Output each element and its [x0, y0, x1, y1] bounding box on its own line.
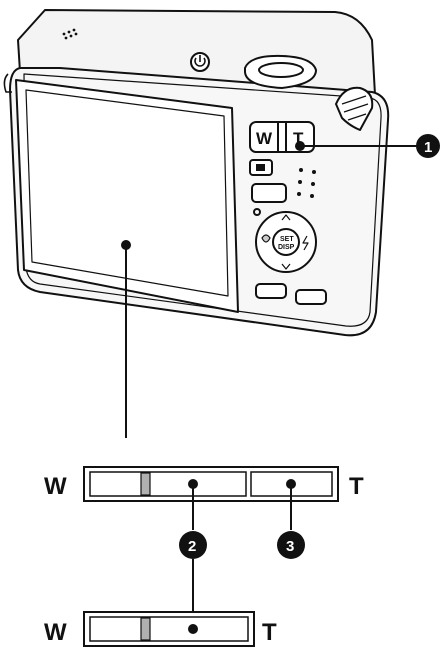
callout-1-number: 1 [424, 139, 432, 156]
lcd-leader [121, 240, 131, 438]
playback-button[interactable] [249, 159, 273, 176]
callout-3-number: 3 [286, 538, 294, 555]
delete-button[interactable] [295, 289, 327, 305]
macro-icon [261, 234, 271, 243]
function-button[interactable] [255, 283, 287, 299]
strap-lug [3, 73, 12, 93]
zoom-bar-optical-w-label: W [44, 619, 67, 646]
down-arrow-icon [281, 263, 291, 270]
zoom-position-indicator-2 [140, 617, 151, 641]
set-button-label: SET [280, 236, 294, 243]
status-led [253, 208, 261, 216]
zoom-bar-split-t-label: T [349, 473, 364, 500]
shutter-button[interactable] [244, 54, 317, 89]
power-icon[interactable] [190, 52, 210, 72]
zoom-bar-optical-t-label: T [262, 619, 277, 646]
playback-icon [256, 164, 265, 171]
zoom-button-w-label: W [256, 129, 273, 148]
camera-body-inner-edge [23, 73, 382, 327]
speaker-grille-icon [62, 28, 78, 40]
camera-illustration: W T SET DISP [3, 9, 390, 337]
disp-button-label: DISP [278, 244, 295, 251]
status-dots [297, 168, 316, 198]
zoom-bar-split-w-label: W [44, 473, 67, 500]
zoom-lever-icon[interactable] [335, 86, 374, 131]
flash-icon [302, 235, 309, 251]
callout-2-number: 2 [188, 538, 196, 555]
navigation-pad[interactable]: SET DISP [255, 211, 317, 273]
zoom-bar-optical: W T [44, 611, 277, 647]
menu-button[interactable] [251, 183, 287, 203]
zoom-bar-split: W T 2 3 [44, 466, 364, 559]
zoom-button-t-label: T [293, 129, 304, 148]
callout-1: 1 [295, 134, 440, 158]
zoom-bar-optical-inner [89, 616, 249, 642]
zoom-bar-optical-segment [89, 471, 247, 497]
up-arrow-icon [281, 214, 291, 221]
lcd-screen [25, 89, 229, 297]
zoom-position-indicator [140, 472, 151, 496]
